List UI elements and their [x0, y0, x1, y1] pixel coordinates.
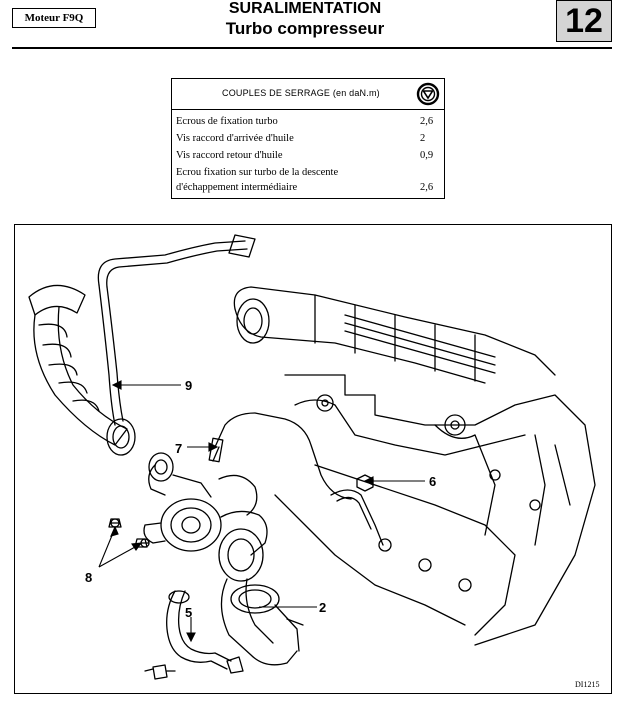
callout-7: 7 [175, 441, 182, 456]
torque-row: Vis raccord d'arrivée d'huile 2 [172, 130, 444, 147]
callout-9: 9 [185, 378, 192, 393]
header-rule [12, 47, 612, 49]
torque-table-title: COUPLES DE SERRAGE (en daN.m) [222, 88, 380, 98]
engine-label: Moteur F9Q [24, 12, 84, 24]
callout-2: 2 [319, 600, 326, 615]
title-sub: Turbo compresseur [225, 19, 385, 38]
torque-row-value: 0,9 [420, 150, 434, 161]
title-main: SURALIMENTATION [228, 0, 382, 17]
section-number-label: 12 [565, 1, 603, 40]
callout-6: 6 [429, 474, 436, 489]
callout-8: 8 [85, 570, 92, 585]
torque-row-label: Ecrou fixation sur turbo de la descente … [176, 165, 338, 195]
torque-row-label: Vis raccord retour d'huile [176, 150, 283, 161]
page-title: SURALIMENTATION Turbo compresseur [185, 0, 425, 40]
torque-row-label-line1: Ecrou fixation sur turbo de la descente [176, 167, 339, 178]
engine-badge: Moteur F9Q [12, 8, 96, 28]
torque-table-header: COUPLES DE SERRAGE (en daN.m) [172, 79, 444, 110]
callout-5: 5 [185, 605, 192, 620]
torque-row-label-line2: d'échappement intermédiaire [176, 182, 298, 193]
torque-row-value: 2,6 [420, 182, 434, 193]
torque-row-label: Vis raccord d'arrivée d'huile [176, 133, 294, 144]
section-number: 12 [556, 0, 612, 42]
turbo-diagram: 9 7 6 8 5 2 DI1215 [14, 224, 612, 694]
torque-row: Ecrou fixation sur turbo de la descente … [172, 164, 444, 198]
torque-row-value: 2 [420, 133, 426, 144]
figure-reference: DI1215 [575, 680, 599, 689]
torque-row: Vis raccord retour d'huile 0,9 [172, 147, 444, 164]
torque-row-value: 2,6 [420, 116, 434, 127]
turbo-illustration: 9 7 6 8 5 2 DI1215 [28, 234, 599, 689]
torque-row-label: Ecrous de fixation turbo [176, 116, 278, 127]
torque-table: COUPLES DE SERRAGE (en daN.m) Ecrous de … [171, 78, 445, 199]
torque-wrench-symbol-icon [416, 82, 440, 106]
torque-row: Ecrous de fixation turbo 2,6 [172, 113, 444, 130]
